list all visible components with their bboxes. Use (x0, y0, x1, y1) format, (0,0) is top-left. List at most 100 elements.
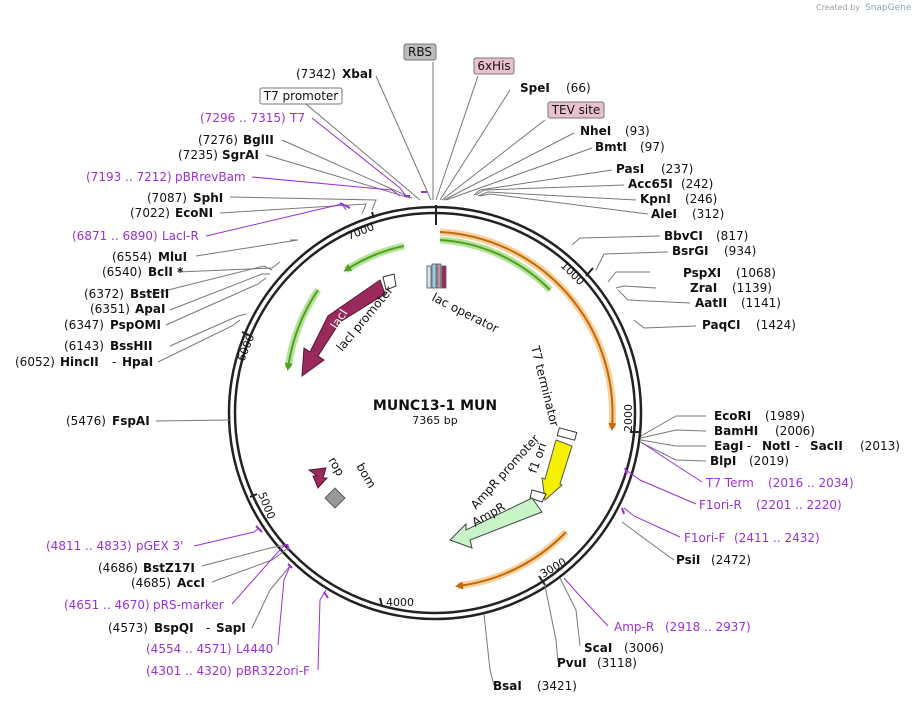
leaders-left (151, 75, 432, 629)
site-label: BstEII (130, 287, 169, 301)
site-label: BstZ17I (143, 561, 195, 575)
site-pos: (934) (724, 244, 756, 258)
orf-top-right-line (439, 239, 551, 291)
site-label: SapI (216, 621, 246, 635)
site-label: BlpI (710, 454, 736, 468)
primer-range: (4301 .. 4320) (146, 664, 232, 678)
created-by-text: Created by (816, 3, 860, 12)
site-pos: (3006) (624, 641, 664, 655)
site-label: BmtI (595, 140, 627, 154)
site-pos: (2013) (860, 439, 900, 453)
site-pos: (7235) (178, 148, 218, 162)
site-label: HpaI (122, 355, 153, 369)
site-label: EcoNI (175, 206, 213, 220)
site-pos: (6372) (84, 287, 124, 301)
site-label: SpeI (520, 81, 550, 95)
site-pos: (93) (625, 124, 650, 138)
site-label: SgrAI (222, 148, 259, 162)
ampr-gene-arrow (449, 497, 543, 549)
primer-range: (4651 .. 4670) (64, 598, 150, 612)
rop-arrow (307, 467, 329, 489)
site-label: PsiI (676, 553, 700, 567)
primer-name: pBRrevBam (175, 170, 246, 184)
site-label: XbaI (342, 67, 372, 81)
site-pos: (7087) (147, 191, 187, 205)
svg-text:-: - (206, 621, 210, 635)
site-label: AccI (177, 576, 205, 590)
site-label: BssHII (110, 339, 152, 353)
site-pos: (4686) (98, 561, 138, 575)
site-label: FspAI (112, 414, 150, 428)
site-pos: (817) (716, 229, 748, 243)
primer-name: F1ori-R (699, 498, 742, 512)
primer-leaders (193, 117, 703, 671)
site-label: NheI (580, 124, 611, 138)
svg-text:-: - (795, 439, 799, 453)
primer-range: (6871 .. 6890) (72, 229, 158, 243)
site-pos: (7022) (130, 206, 170, 220)
primer-name: F1ori-F (684, 531, 725, 545)
svg-text:TEV site: TEV site (551, 103, 601, 117)
t7-terminator-label: T7 terminator (528, 343, 562, 428)
site-label: PvuI (557, 656, 587, 670)
snapgene-logo-text: SnapGene (865, 3, 912, 13)
primer-range: (4811 .. 4833) (46, 539, 132, 553)
primer-range: (2918 .. 2937) (665, 620, 751, 634)
svg-text:-: - (112, 355, 116, 369)
site-label: EcoRI (714, 409, 751, 423)
lac-operator-label: lac operator (430, 290, 501, 336)
site-pos: (312) (692, 207, 724, 221)
site-pos: (1068) (736, 266, 776, 280)
site-label: MluI (158, 250, 187, 264)
primer-name: LacI-R (162, 229, 199, 243)
site-pos: (4573) (108, 621, 148, 635)
primer-range: (2016 .. 2034) (768, 476, 854, 490)
primer-name: pGEX 3' (136, 539, 183, 553)
rop-label: rop (325, 455, 347, 479)
site-label: BamHI (714, 424, 758, 438)
site-label: ZraI (690, 281, 717, 295)
site-label: SphI (193, 191, 223, 205)
plasmid-name: MUNC13-1 MUN (373, 398, 497, 414)
t7-terminator-box (556, 427, 578, 441)
sites-right-labels: SpeI (66) NheI (93) BmtI (97) PasI (237)… (493, 81, 900, 693)
t7-promoter-box: T7 promoter (259, 87, 343, 105)
site-label: PspOMI (110, 318, 161, 332)
orf-orange-main-arrow (439, 231, 617, 431)
site-label: BbvCI (664, 229, 703, 243)
site-pos: (7342) (296, 67, 336, 81)
site-pos: (97) (640, 140, 665, 154)
site-pos: (6347) (64, 318, 104, 332)
laci-gene-arrow (301, 279, 386, 378)
site-label: AatII (695, 296, 727, 310)
tick-2000: 2000 (622, 404, 635, 432)
primer-name: T7 Term (705, 476, 754, 490)
site-pos: (3118) (597, 656, 637, 670)
tick-4000: 4000 (386, 596, 414, 609)
tick-6000: 6000 (235, 332, 258, 363)
site-pos: (6143) (64, 339, 104, 353)
site-label: NotI (762, 439, 791, 453)
site-label: BclI * (148, 265, 184, 279)
site-pos: (1139) (732, 281, 772, 295)
tick-3000: 3000 (538, 555, 569, 580)
site-pos: (7276) (198, 133, 238, 147)
svg-text:T7 promoter: T7 promoter (263, 89, 339, 103)
orf-laci-arrow (284, 289, 319, 371)
leaders-right (432, 62, 707, 686)
tev-site-box: TEV site (547, 101, 605, 119)
primer-name: T7 (289, 111, 305, 125)
site-label: PspXI (683, 266, 721, 280)
site-label: PaqCI (702, 318, 740, 332)
site-pos: (2006) (775, 424, 815, 438)
site-label: ApaI (135, 302, 165, 316)
site-label: BspQI (154, 621, 194, 635)
primer-name: L4440 (236, 642, 273, 656)
site-label: BsaI (493, 679, 522, 693)
site-pos: (3421) (537, 679, 577, 693)
primer-name: pRS-marker (153, 598, 224, 612)
f1-ori-arrow (541, 439, 573, 501)
site-pos: (6540) (102, 265, 142, 279)
site-label: PasI (616, 162, 644, 176)
primer-range: (4554 .. 4571) (146, 642, 232, 656)
